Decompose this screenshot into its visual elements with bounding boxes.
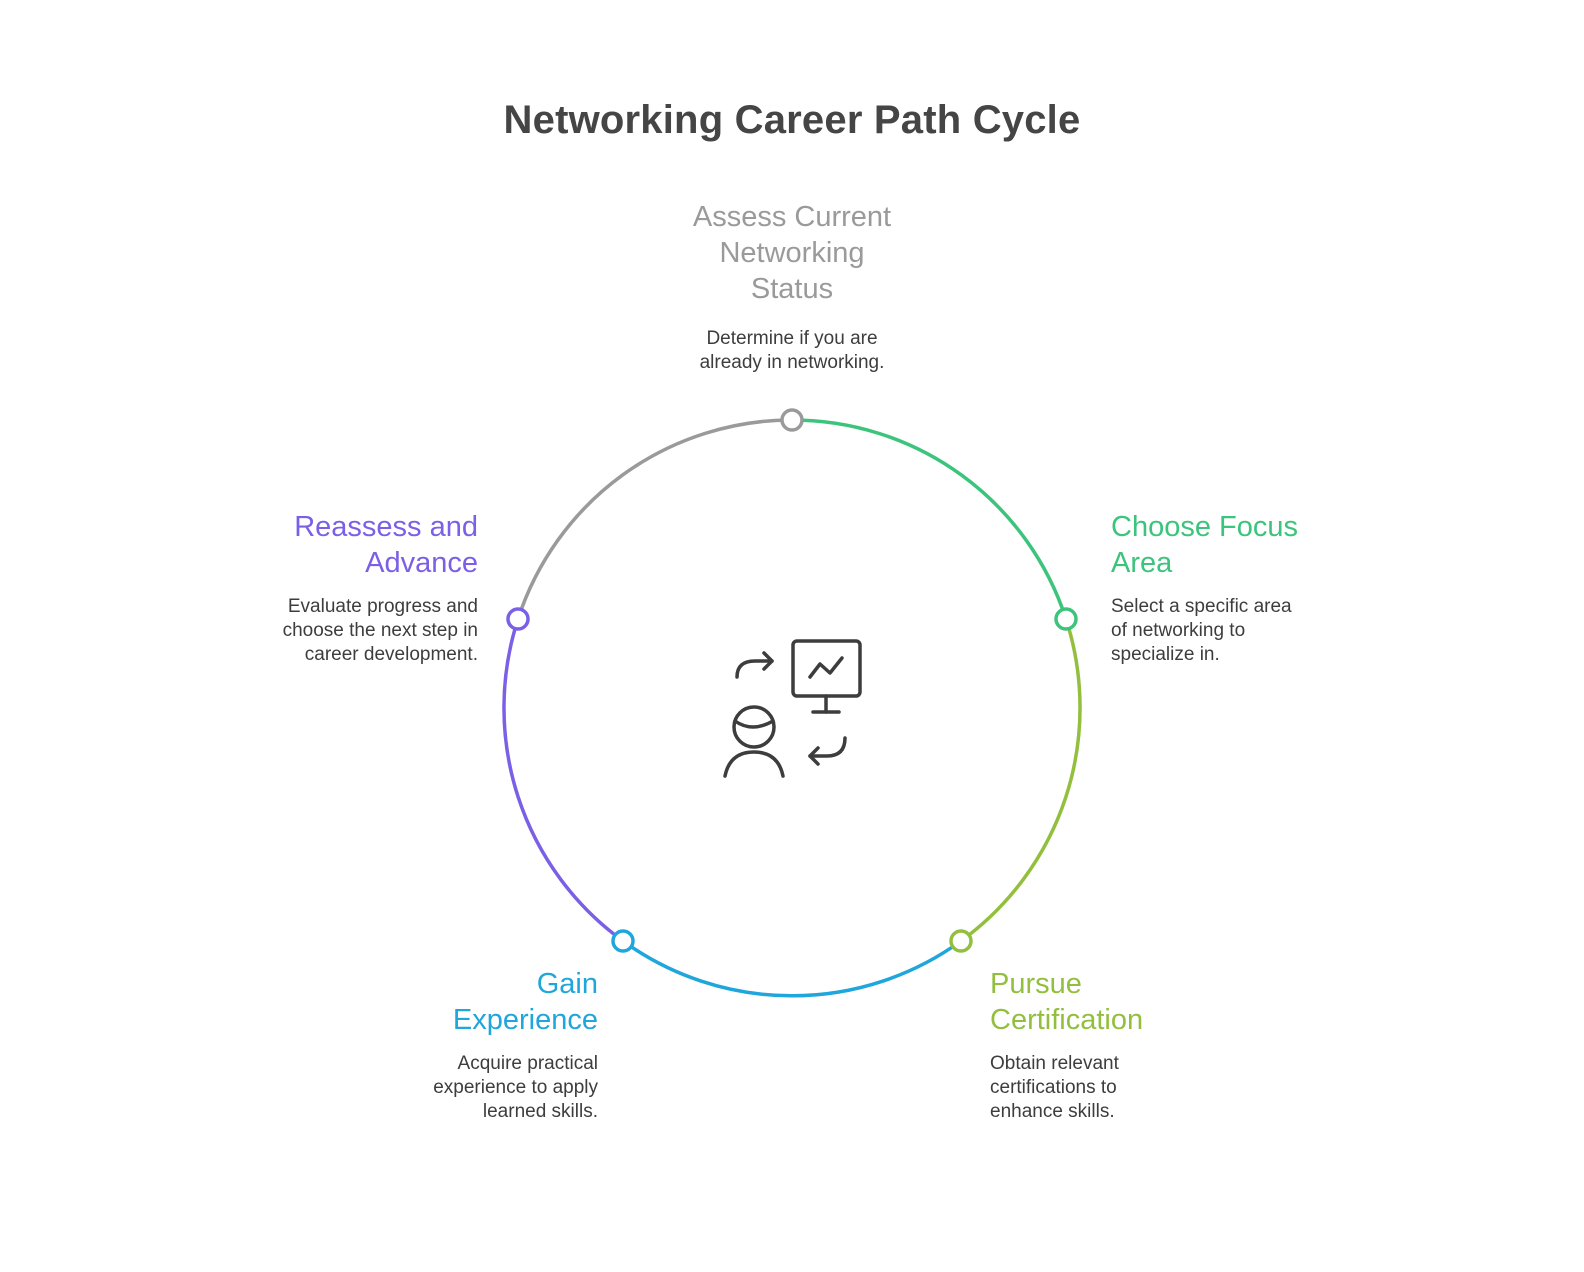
- node-focus: [1054, 607, 1078, 631]
- arc-experience-to-reassess: [502, 618, 625, 943]
- step-desc-focus: Select a specific area of networking to …: [1111, 596, 1292, 665]
- page-title: Networking Career Path Cycle: [503, 98, 1081, 142]
- node-certification: [949, 929, 973, 953]
- person-icon: [723, 705, 785, 778]
- step-experience: Gain Experience Acquire practical experi…: [398, 966, 598, 1124]
- step-assess: Assess Current Networking Status Determi…: [655, 199, 929, 375]
- step-desc-certification: Obtain relevant certifications to enhanc…: [990, 1053, 1119, 1122]
- step-desc-reassess: Evaluate progress and choose the next st…: [282, 596, 478, 665]
- arc-certification-to-experience: [621, 939, 963, 998]
- curved-arrow-left-icon: [808, 736, 847, 766]
- arc-focus-to-certification: [959, 618, 1082, 943]
- curved-arrow-right-icon: [735, 651, 774, 679]
- step-title-focus: Choose Focus Area: [1111, 511, 1298, 579]
- step-title-assess: Assess Current Networking Status: [692, 201, 892, 305]
- step-desc-assess: Determine if you are already in networki…: [699, 328, 885, 373]
- step-title-reassess: Reassess and Advance: [294, 511, 478, 579]
- node-reassess: [506, 607, 530, 631]
- step-focus: Choose Focus Area Select a specific area…: [1111, 509, 1321, 667]
- arc-assess-to-focus: [791, 418, 1068, 620]
- arc-reassess-to-assess: [516, 418, 793, 620]
- trend-line-icon: [808, 656, 844, 679]
- step-reassess: Reassess and Advance Evaluate progress a…: [258, 509, 478, 667]
- step-desc-experience: Acquire practical experience to apply le…: [433, 1053, 598, 1122]
- step-title-experience: Gain Experience: [452, 968, 598, 1036]
- node-assess: [780, 408, 804, 432]
- node-experience: [611, 929, 635, 953]
- person-presentation-cycle-icon: [723, 639, 862, 778]
- step-certification: Pursue Certification Obtain relevant cer…: [990, 966, 1190, 1124]
- step-title-certification: Pursue Certification: [990, 968, 1144, 1036]
